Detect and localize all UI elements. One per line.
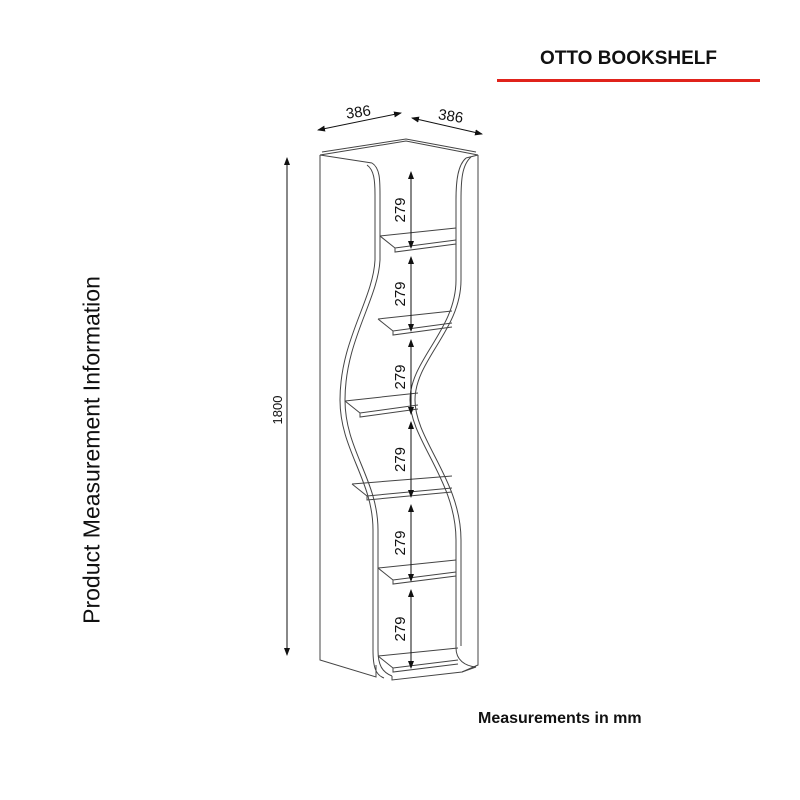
shelf <box>344 392 419 418</box>
product-title: OTTO BOOKSHELF <box>540 48 717 69</box>
shelf <box>351 475 453 501</box>
shelf-gap-label: 279 <box>392 364 409 389</box>
title-underline <box>497 79 760 82</box>
right-wave <box>409 157 477 668</box>
width-right-dimension-line <box>411 116 483 136</box>
shelf-gap-label: 279 <box>392 616 409 641</box>
right-panel <box>461 155 479 673</box>
left-wave <box>344 162 393 677</box>
shelf <box>377 310 453 336</box>
shelf <box>377 647 459 673</box>
shelf-gap-label: 279 <box>392 447 409 472</box>
shelf <box>377 559 457 585</box>
width-left-label: 386 <box>345 102 372 122</box>
shelf-gap-label: 279 <box>392 530 409 555</box>
width-left-dimension-line <box>317 111 402 132</box>
units-note: Measurements in mm <box>478 710 642 727</box>
top-panel <box>319 138 479 164</box>
height-label: 1800 <box>270 396 285 425</box>
shelf-gap-label: 279 <box>392 197 409 222</box>
width-right-label: 386 <box>437 106 464 127</box>
shelf-gap-label: 279 <box>392 281 409 306</box>
shelf <box>379 227 457 253</box>
